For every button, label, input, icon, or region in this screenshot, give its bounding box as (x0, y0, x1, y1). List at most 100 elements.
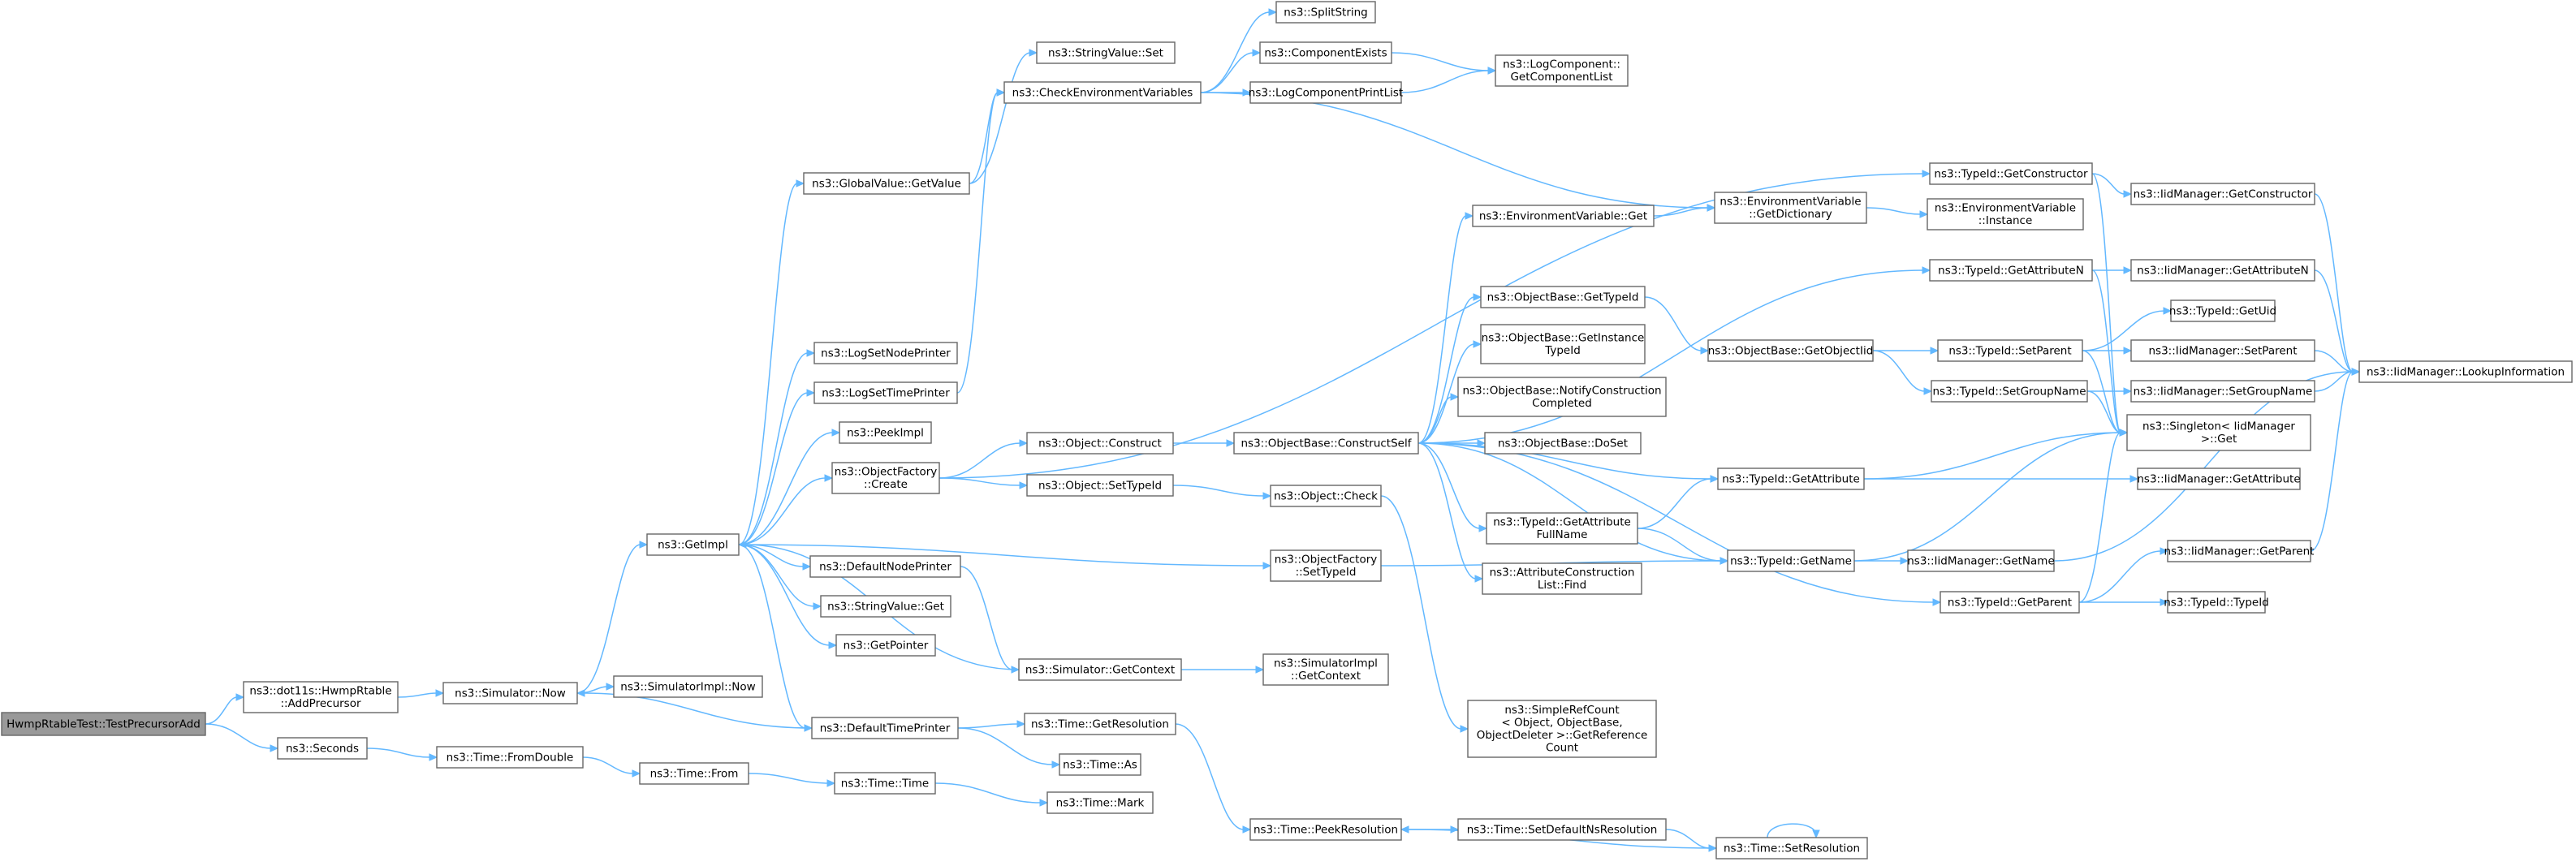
node-iid-set-group-name[interactable]: ns3::IidManager::SetGroupName (2130, 380, 2315, 403)
node-time-mark[interactable]: ns3::Time::Mark (1046, 791, 1154, 814)
node-ob-notify[interactable]: ns3::ObjectBase::NotifyConstructionCompl… (1457, 377, 1667, 417)
node-label: ns3::DefaultNodePrinter (819, 560, 951, 573)
edge-line (2091, 173, 2125, 195)
edge-tid-get-attr-full-to-tid-get-name (1637, 528, 1729, 565)
node-log-comp-get-list[interactable]: ns3::LogComponent::GetComponentList (1495, 54, 1629, 87)
node-split-string[interactable]: ns3::SplitString (1275, 1, 1376, 24)
node-sv-get[interactable]: ns3::StringValue::Get (820, 595, 951, 618)
node-time-set-default-ns[interactable]: ns3::Time::SetDefaultNsResolution (1457, 818, 1667, 841)
node-label: ns3::LogSetTimePrinter (822, 386, 950, 399)
node-time-get-res[interactable]: ns3::Time::GetResolution (1024, 713, 1176, 735)
node-ob-get-object-iid[interactable]: ns3::ObjectBase::GetObjectIid (1707, 339, 1874, 362)
node-check-env[interactable]: ns3::CheckEnvironmentVariables (1003, 81, 1202, 104)
edge-line (969, 52, 1031, 184)
node-time-from[interactable]: ns3::Time::From (639, 762, 749, 785)
node-ob-construct-self[interactable]: ns3::ObjectBase::ConstructSelf (1233, 432, 1419, 455)
node-iid-set-parent[interactable]: ns3::IidManager::SetParent (2130, 339, 2315, 362)
node-get-impl[interactable]: ns3::GetImpl (646, 533, 740, 556)
edge-arrowhead (831, 429, 841, 437)
node-iid-get-attr-n[interactable]: ns3::IidManager::GetAttributeN (2130, 259, 2315, 282)
edge-line (2091, 173, 2121, 433)
node-iid-lookup[interactable]: ns3::IidManager::LookupInformation (2358, 360, 2573, 383)
node-comp-exists[interactable]: ns3::ComponentExists (1259, 41, 1392, 64)
edge-line (1872, 350, 1926, 392)
node-log-set-node[interactable]: ns3::LogSetNodePrinter (813, 342, 958, 364)
edge-obj-set-type-id-to-obj-check (1172, 485, 1272, 500)
node-tid-get-parent[interactable]: ns3::TypeId::GetParent (1940, 591, 2080, 614)
node-tid-type-id[interactable]: ns3::TypeId::TypeId (2164, 591, 2269, 614)
edge-line (582, 756, 634, 774)
node-env-get[interactable]: ns3::EnvironmentVariable::Get (1472, 205, 1655, 227)
node-ob-get-type-id[interactable]: ns3::ObjectBase::GetTypeId (1480, 286, 1646, 308)
node-of-set-type-id[interactable]: ns3::ObjectFactory::SetTypeId (1270, 549, 1382, 582)
node-obj-construct[interactable]: ns3::Object::Construct (1026, 432, 1174, 455)
node-singleton-get[interactable]: ns3::Singleton< IidManager>::Get (2126, 414, 2311, 451)
edge-arrowhead (606, 683, 615, 691)
node-label: ns3::IidManager::LookupInformation (2367, 365, 2565, 378)
node-log-set-time[interactable]: ns3::LogSetTimePrinter (813, 381, 958, 404)
node-get-pointer[interactable]: ns3::GetPointer (835, 634, 936, 657)
node-def-time-printer[interactable]: ns3::DefaultTimePrinter (811, 717, 959, 739)
edge-tid-get-name-to-singleton-get (1853, 429, 2129, 562)
node-box (1262, 653, 1389, 686)
node-iid-get-parent[interactable]: ns3::IidManager::GetParent (2164, 540, 2315, 562)
node-gv-get-value[interactable]: ns3::GlobalValue::GetValue (803, 172, 970, 195)
node-box (1024, 713, 1176, 735)
node-label: ns3::Time::SetResolution (1724, 842, 1860, 855)
edge-line (1644, 296, 1702, 351)
edge-get-impl-to-def-time-printer (738, 544, 813, 732)
node-of-create[interactable]: ns3::ObjectFactory::Create (831, 462, 940, 494)
node-sim-impl-get-context[interactable]: ns3::SimulatorImpl::GetContext (1262, 653, 1389, 686)
node-ob-do-set[interactable]: ns3::ObjectBase::DoSet (1484, 432, 1642, 455)
edge-arrowhead (270, 744, 279, 752)
node-env-get-dict[interactable]: ns3::EnvironmentVariable::GetDictionary (1714, 192, 1867, 224)
node-def-node-printer[interactable]: ns3::DefaultNodePrinter (809, 555, 961, 578)
node-label: ObjectDeleter >::GetReference (1477, 729, 1648, 742)
node-env-instance[interactable]: ns3::EnvironmentVariable::Instance (1927, 198, 2084, 231)
edge-root-to-add-prec (205, 693, 245, 725)
node-time-as[interactable]: ns3::Time::As (1059, 753, 1141, 776)
node-sim-now[interactable]: ns3::Simulator::Now (442, 682, 578, 704)
node-time-set-res[interactable]: ns3::Time::SetResolution (1715, 837, 1868, 860)
node-time-time[interactable]: ns3::Time::Time (834, 772, 936, 795)
edge-line (738, 392, 809, 545)
node-seconds[interactable]: ns3::Seconds (277, 737, 368, 760)
edge-arrowhead (1478, 524, 1488, 532)
node-time-peek-res[interactable]: ns3::Time::PeekResolution (1249, 818, 1402, 841)
edge-arrowhead (1262, 492, 1272, 500)
node-peek-impl[interactable]: ns3::PeekImpl (839, 421, 932, 444)
edge-arrowhead (826, 779, 836, 787)
node-sim-get-context[interactable]: ns3::Simulator::GetContext (1018, 658, 1182, 681)
node-obj-check[interactable]: ns3::Object::Check (1270, 485, 1382, 507)
edge-tid-get-name-to-iid-get-name (1854, 557, 1909, 565)
node-tid-get-constructor[interactable]: ns3::TypeId::GetConstructor (1929, 162, 2093, 185)
node-box (2167, 591, 2266, 614)
node-simple-ref-count[interactable]: ns3::SimpleRefCount< Object, ObjectBase,… (1467, 700, 1657, 758)
node-add-prec[interactable]: ns3::dot11s::HwmpRtable::AddPrecursor (243, 681, 399, 713)
node-tid-get-uid[interactable]: ns3::TypeId::GetUid (2169, 299, 2276, 322)
node-sim-impl-now[interactable]: ns3::SimulatorImpl::Now (613, 675, 763, 698)
node-iid-get-name[interactable]: ns3::IidManager::GetName (1907, 549, 2055, 572)
node-tid-get-name[interactable]: ns3::TypeId::GetName (1727, 549, 1855, 572)
edge-arrowhead (1019, 481, 1029, 489)
node-iid-get-constructor[interactable]: ns3::IidManager::GetConstructor (2130, 183, 2315, 205)
node-root[interactable]: HwmpRtableTest::TestPrecursorAdd (1, 712, 206, 736)
node-tid-set-group-name[interactable]: ns3::TypeId::SetGroupName (1931, 380, 2088, 403)
node-iid-get-attribute[interactable]: ns3::IidManager::GetAttribute (2137, 467, 2301, 490)
node-tid-get-attr-n[interactable]: ns3::TypeId::GetAttributeN (1929, 259, 2093, 282)
node-box (813, 381, 958, 404)
edge-ob-construct-self-to-env-get (1417, 212, 1474, 444)
node-obj-set-type-id[interactable]: ns3::Object::SetTypeId (1026, 474, 1174, 497)
node-log-comp-print[interactable]: ns3::LogComponentPrintList (1249, 81, 1403, 104)
node-sv-set[interactable]: ns3::StringValue::Set (1036, 41, 1176, 64)
node-tid-get-attribute[interactable]: ns3::TypeId::GetAttribute (1717, 467, 1865, 490)
edge-arrowhead (1930, 347, 1940, 355)
node-box (1715, 837, 1868, 860)
node-label: ns3::dot11s::HwmpRtable (249, 685, 391, 698)
node-tid-set-parent[interactable]: ns3::TypeId::SetParent (1937, 339, 2083, 362)
node-label: ::Create (864, 478, 908, 491)
node-from-double[interactable]: ns3::Time::FromDouble (436, 746, 584, 769)
